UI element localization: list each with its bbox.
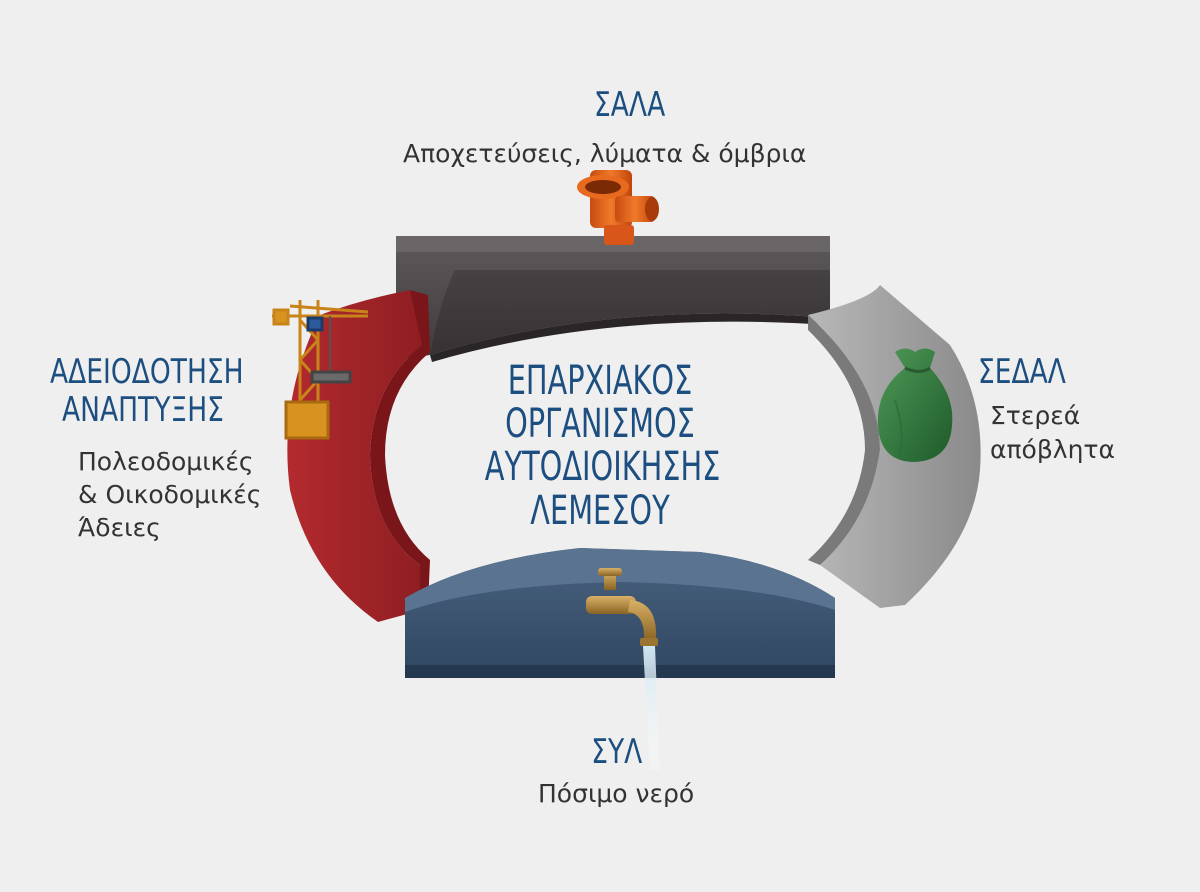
sedal-subtitle-line2: απόβλητα — [990, 435, 1115, 464]
sedal-title: ΣΕΔΑΛ — [978, 352, 1066, 392]
adeiodotisi-subtitle-line2: & Οικοδομικές — [78, 480, 262, 509]
organization-title: ΕΠΑΡΧΙΑΚΟΣ ΟΡΓΑΝΙΣΜΟΣ ΑΥΤΟΔΙΟΙΚΗΣΗΣ ΛΕΜΕ… — [484, 358, 721, 534]
adeiodotisi-subtitle-line3: Άδειες — [78, 513, 161, 542]
syl-title: ΣΥΛ — [591, 732, 643, 772]
sedal-subtitle-line1: Στερεά — [990, 401, 1081, 430]
syl-subtitle: Πόσιμο νερό — [538, 779, 695, 808]
segment-top — [396, 236, 830, 362]
water-tap-icon — [586, 568, 660, 770]
sala-subtitle: Αποχετεύσεις, λύματα & όμβρια — [403, 139, 807, 168]
segment-left — [287, 290, 430, 622]
organization-title-line1: ΕΠΑΡΧΙΑΚΟΣ — [507, 358, 693, 404]
organization-title-line2: ΟΡΓΑΝΙΣΜΟΣ — [505, 401, 695, 448]
construction-crane-icon — [272, 300, 369, 440]
adeiodotisi-subtitle-line1: Πολεοδομικές — [78, 447, 254, 476]
adeiodotisi-title-line2: ΑΝΑΠΤΥΞΗΣ — [62, 390, 224, 430]
sala-title: ΣΑΛΑ — [594, 85, 666, 125]
adeiodotisi-title-line1: ΑΔΕΙΟΔΟΤΗΣΗ — [50, 352, 244, 392]
organization-title-line3: ΑΥΤΟΔΙΟΙΚΗΣΗΣ — [484, 444, 721, 491]
garbage-bag-icon — [877, 348, 953, 462]
organization-title-line4: ΛΕΜΕΣΟΥ — [530, 487, 670, 534]
pipe-elbow-icon — [577, 170, 659, 245]
